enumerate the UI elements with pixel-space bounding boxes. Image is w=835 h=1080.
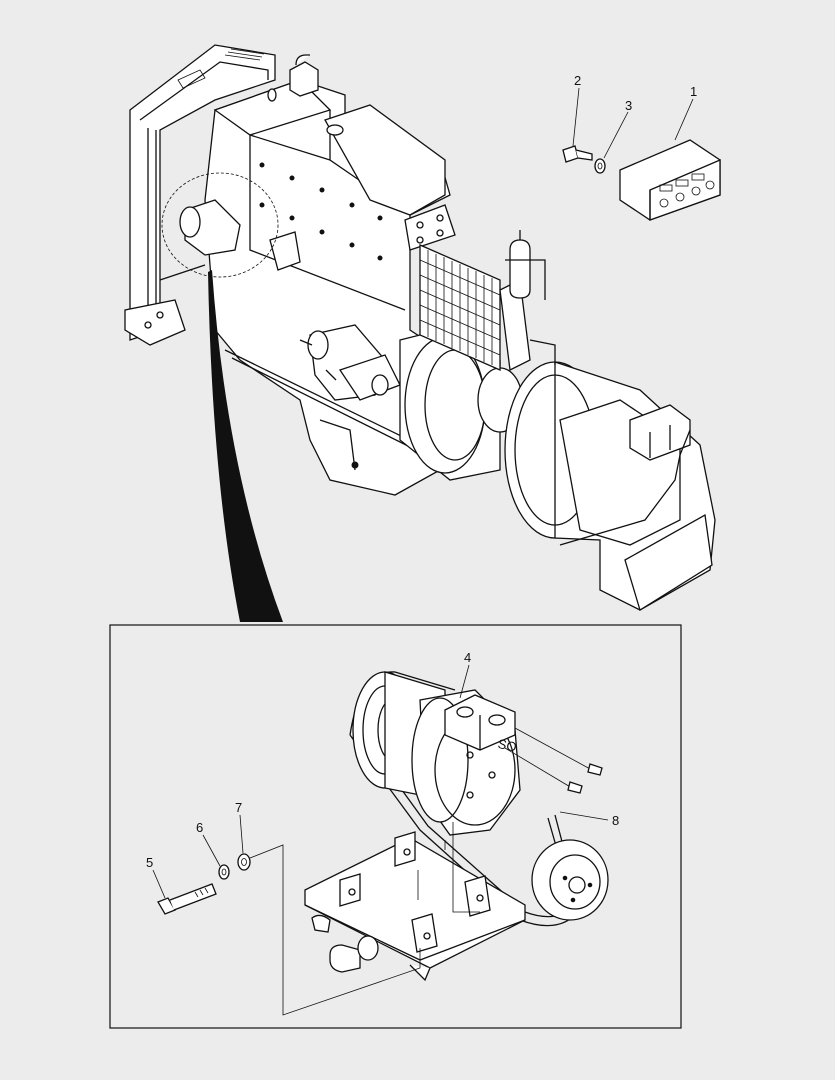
callout-6: 6 bbox=[196, 820, 203, 835]
callout-5: 5 bbox=[146, 855, 153, 870]
flywheel-housing bbox=[399, 319, 523, 481]
engine-assembly bbox=[124, 44, 721, 612]
washer-7 bbox=[237, 853, 251, 871]
compressor-location bbox=[161, 172, 301, 278]
transmission bbox=[504, 361, 716, 612]
detail-zoom-wedge bbox=[208, 270, 283, 622]
transmission-controller bbox=[559, 404, 691, 546]
starter-motor bbox=[299, 324, 401, 401]
callout-2: 2 bbox=[574, 73, 581, 88]
compressor-marking: SO bbox=[497, 736, 519, 755]
ac-condenser bbox=[419, 230, 556, 371]
callout-4: 4 bbox=[464, 650, 471, 665]
callout-8: 8 bbox=[612, 813, 619, 828]
callout-3: 3 bbox=[625, 98, 632, 113]
callout-labels: 1 2 3 4 5 6 7 8 bbox=[146, 73, 697, 870]
compressor-detail: SO bbox=[152, 664, 609, 1016]
washer bbox=[594, 158, 606, 174]
mounting-screw bbox=[562, 145, 593, 163]
washer-6 bbox=[218, 864, 230, 880]
callout-1: 1 bbox=[690, 84, 697, 99]
callout-7: 7 bbox=[235, 800, 242, 815]
bolt-5 bbox=[157, 883, 217, 915]
radiator bbox=[124, 44, 276, 346]
ac-control-panel bbox=[619, 139, 721, 221]
